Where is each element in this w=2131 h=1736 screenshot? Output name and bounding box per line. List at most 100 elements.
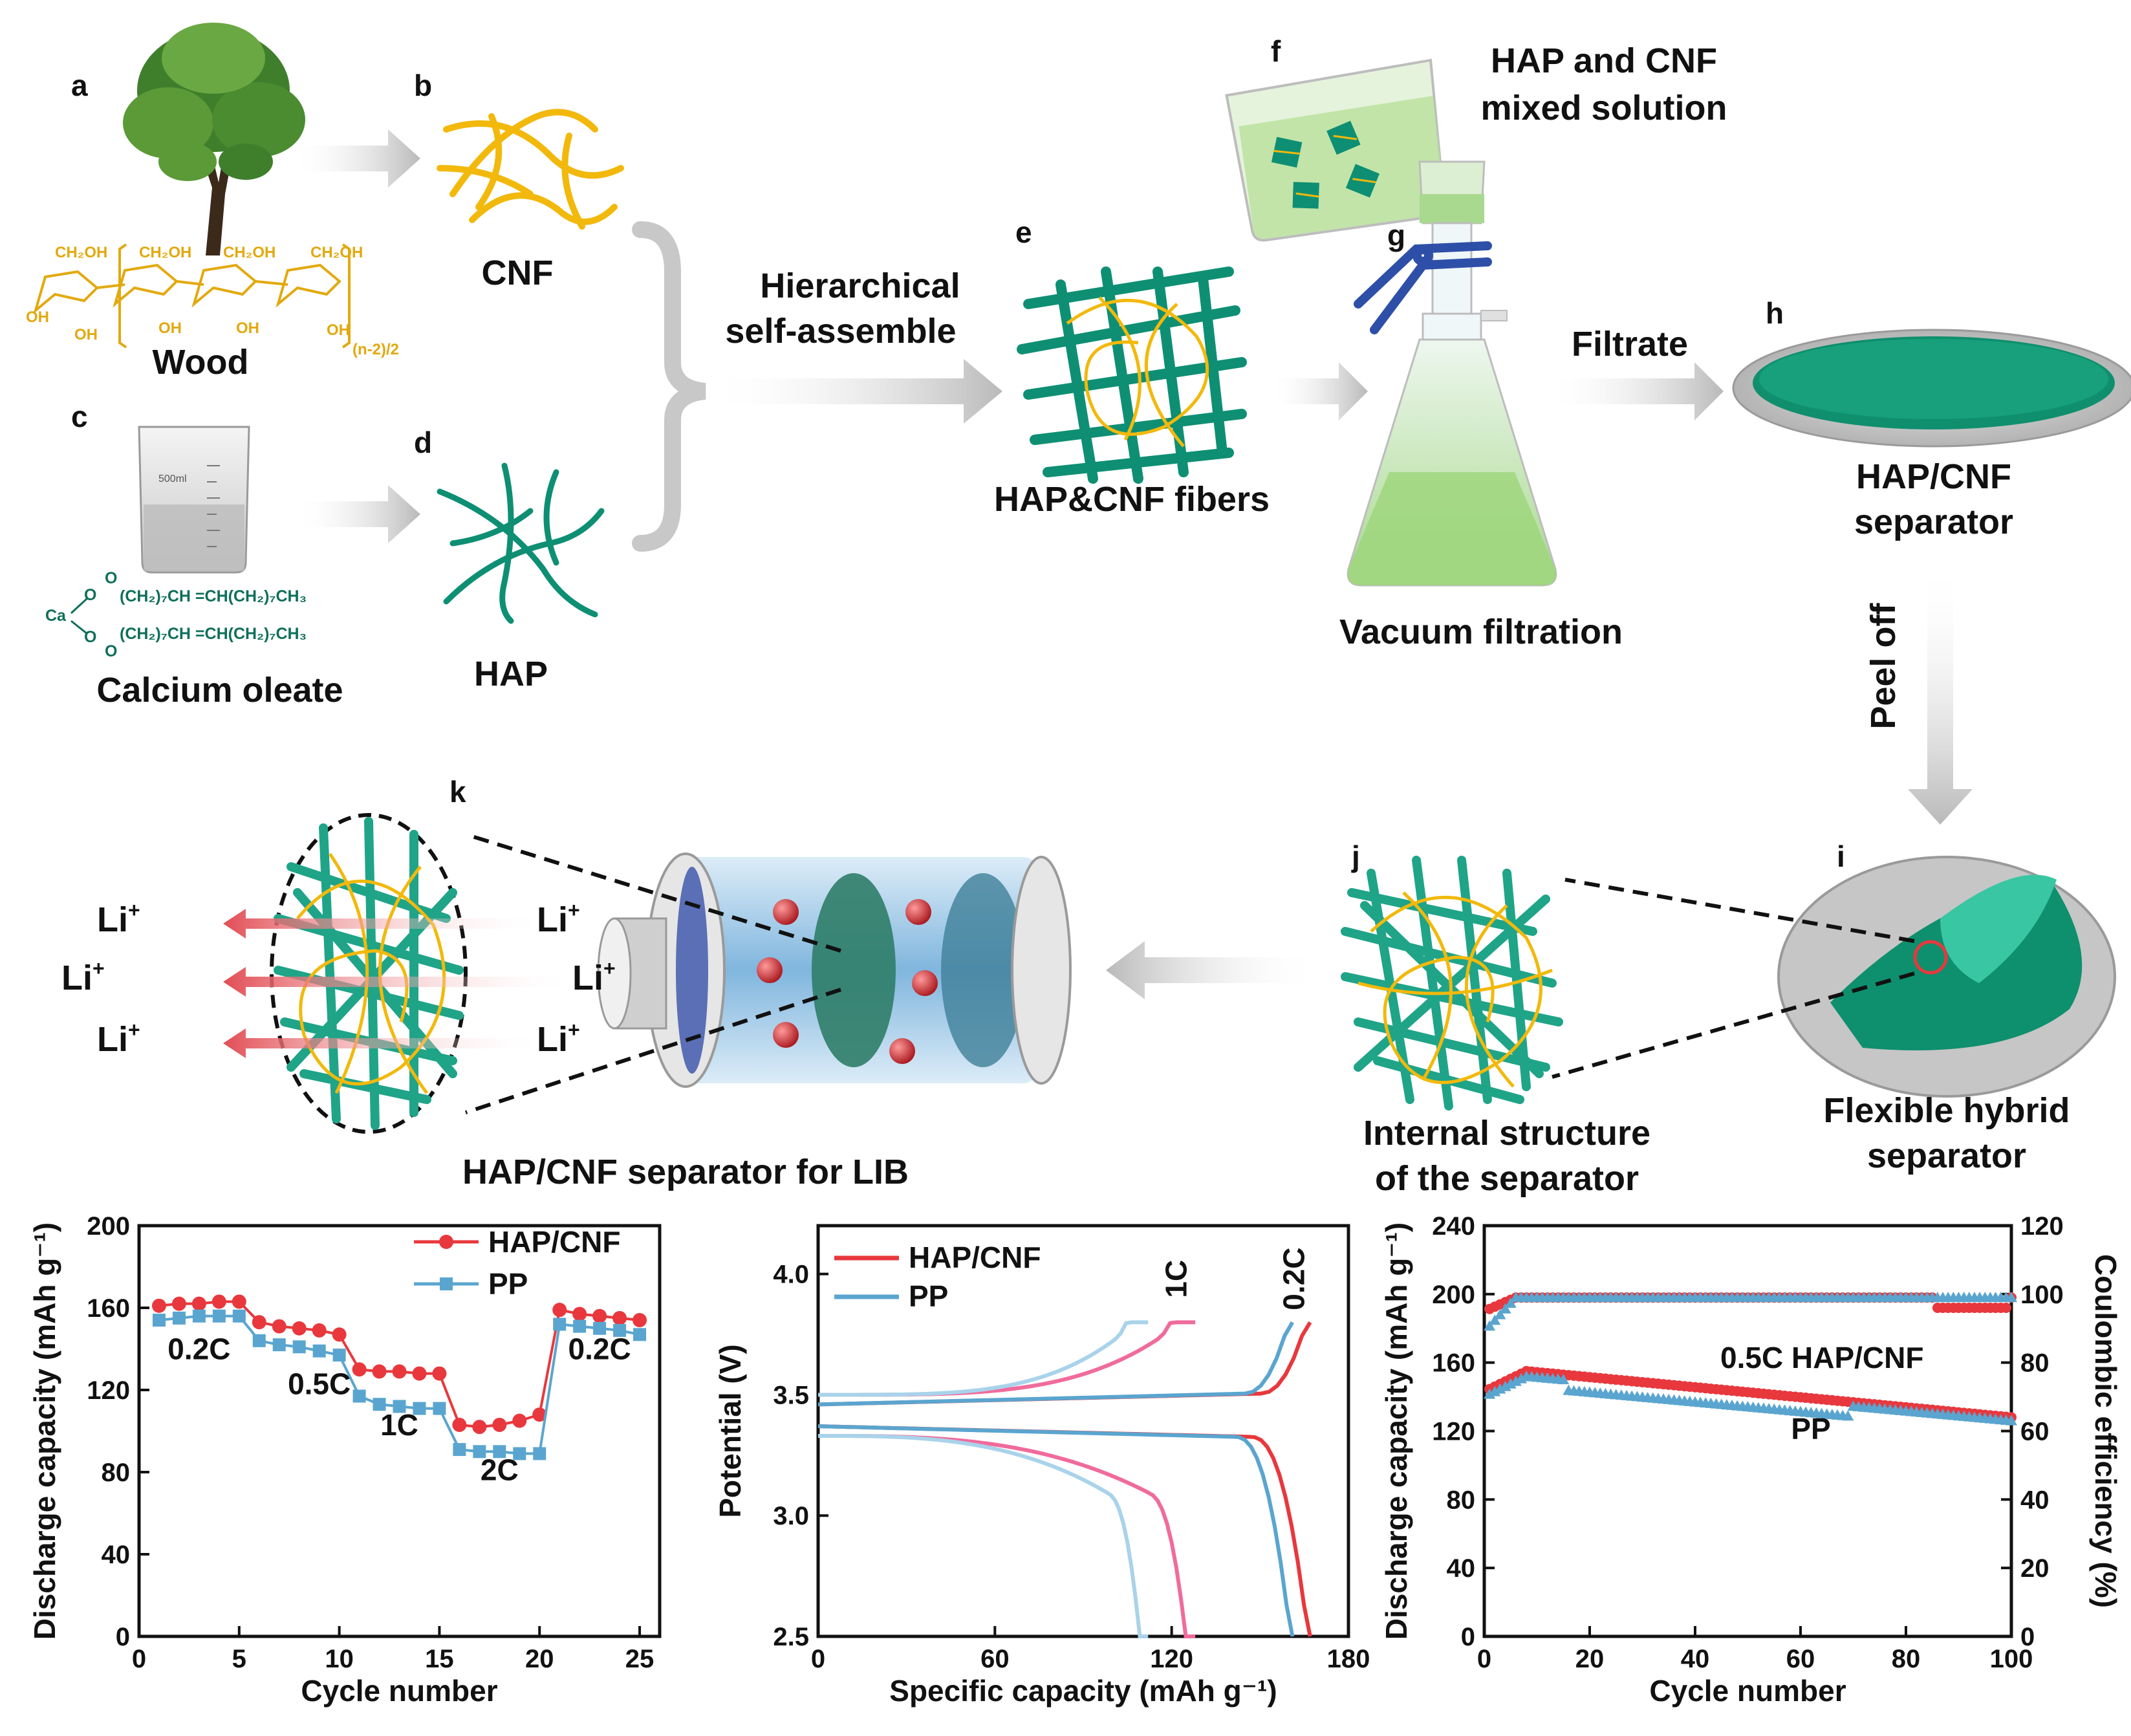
y-tick-label: 40 [1447, 1554, 1476, 1583]
y2-tick-label: 80 [2020, 1349, 2050, 1378]
data-point [392, 1364, 407, 1379]
y-tick-label: 200 [87, 1212, 130, 1241]
y2-tick-label: 120 [2020, 1212, 2064, 1241]
y2-tick-label: 40 [2020, 1486, 2050, 1514]
zoom-lines-i-j [1552, 878, 1915, 1079]
y-tick-label: 120 [1432, 1418, 1475, 1446]
data-point [633, 1328, 647, 1341]
efficiency-point [1489, 1314, 1501, 1325]
li-ion-arrows [223, 909, 582, 1058]
panel-g-vacuum-filtration: g Vacuum filtration [1339, 160, 1623, 651]
cellulose-structure [33, 243, 351, 349]
y2-tick-label: 20 [2020, 1554, 2050, 1583]
efficiency-point [1494, 1308, 1506, 1319]
svg-text:Ca: Ca [45, 607, 67, 625]
data-point [593, 1321, 607, 1335]
data-point [553, 1318, 567, 1331]
data-point [513, 1447, 526, 1460]
beaker-icon: 500ml [138, 426, 250, 574]
data-point [572, 1307, 587, 1321]
efficiency-point [2000, 1303, 2011, 1313]
x-tick-label: 100 [1990, 1645, 2033, 1673]
efficiency-point [1484, 1320, 1496, 1331]
rate-label: 2C [481, 1453, 519, 1487]
y-tick-label: 160 [1432, 1349, 1475, 1378]
panel-label-f: f [1271, 34, 1281, 68]
arrow-wood-to-cnf [291, 129, 420, 188]
y2-tick-label: 100 [2020, 1281, 2064, 1309]
x-tick-label: 20 [525, 1645, 554, 1673]
rate-label: 0.5C [288, 1367, 351, 1400]
x-tick-label: 10 [325, 1645, 354, 1673]
x-axis-label: Cycle number [1649, 1674, 1846, 1708]
peel-off-label: Peel off [1864, 602, 1903, 729]
data-point [172, 1311, 186, 1325]
data-point [372, 1364, 387, 1379]
data-point [512, 1413, 527, 1428]
hap-label: HAP [474, 655, 548, 693]
capacity-point [1557, 1374, 1570, 1385]
plot-frame [1482, 1224, 2013, 1638]
internal-label-2: of the separator [1375, 1159, 1639, 1198]
panel-k-battery: k [61, 775, 1072, 1191]
x-tick-label: 15 [425, 1645, 454, 1673]
data-point [533, 1447, 546, 1460]
data-point [292, 1340, 306, 1354]
data-point [232, 1294, 246, 1309]
x-tick-label: 60 [1786, 1645, 1815, 1673]
hap-fibers [437, 462, 605, 624]
data-point [412, 1366, 427, 1381]
separator-label-2: separator [1854, 503, 2013, 541]
x-tick-label: 20 [1575, 1645, 1605, 1673]
plot-frame [137, 1224, 662, 1638]
data-point [432, 1366, 447, 1381]
panel-h-separator: h HAP/CNF separator [1732, 296, 2131, 541]
legend-label: PP [488, 1267, 528, 1301]
clamp-icon [1354, 241, 1492, 334]
li-ion-labels: Li+ Li+ Li+ Li+ Li+ Li+ [61, 898, 616, 1059]
rate-label: 0.2C [568, 1332, 631, 1365]
flexible-label-1: Flexible hybrid [1823, 1091, 2070, 1130]
data-point [492, 1417, 507, 1432]
x-tick-label: 25 [625, 1645, 654, 1673]
svg-text:O: O [105, 642, 117, 660]
panel-label-g: g [1387, 219, 1405, 252]
calcium-oleate-structure: Ca O O O O (CH₂)₇CH =CH(CH₂)₇CH₃ (CH₂)₇C… [45, 569, 307, 660]
data-point [452, 1417, 467, 1432]
y-axis-label: Potential (V) [713, 1344, 747, 1517]
data-point [473, 1445, 486, 1459]
flexible-label-2: separator [1867, 1136, 2026, 1175]
x-tick-label: 60 [980, 1645, 1010, 1673]
panel-c-calcium-oleate: c 500ml Ca O O O O (CH₂)₇CH =CH(CH₂)₇CH₃ [45, 400, 343, 710]
svg-text:Li+: Li+ [537, 1018, 580, 1059]
capacity-point [1842, 1410, 1854, 1421]
y-tick-label: 4.0 [773, 1261, 809, 1289]
svg-text:O: O [105, 569, 117, 587]
wood-label: Wood [153, 343, 249, 382]
svg-text:OH: OH [236, 320, 259, 337]
x-axis-label: Cycle number [301, 1674, 497, 1708]
data-point [433, 1402, 446, 1415]
panel-b-cnf: b CNF [414, 69, 624, 292]
separator-label-1: HAP/CNF [1856, 457, 2011, 496]
y-tick-label: 160 [87, 1294, 130, 1323]
data-point [532, 1407, 547, 1422]
legend-label: HAP/CNF [488, 1225, 620, 1259]
legend-marker [440, 1277, 453, 1290]
svg-text:CH₂OH: CH₂OH [310, 244, 363, 261]
data-point [292, 1321, 307, 1336]
y2-tick-label: 0 [2020, 1623, 2035, 1651]
discharge-curve [817, 1424, 1295, 1637]
vacuum-label: Vacuum filtration [1339, 613, 1623, 651]
capacity-point [2006, 1415, 2017, 1426]
data-point [211, 1294, 226, 1309]
x-tick-label: 40 [1681, 1645, 1710, 1673]
svg-text:(n-2)/2: (n-2)/2 [352, 341, 399, 358]
data-point [252, 1334, 266, 1347]
mixed-label-1: HAP and CNF [1491, 41, 1717, 80]
cellulose-labels: CH₂OH CH₂OH CH₂OH CH₂OH OH OH OH OH OH (… [26, 244, 399, 358]
y-tick-label: 2.5 [773, 1623, 809, 1651]
